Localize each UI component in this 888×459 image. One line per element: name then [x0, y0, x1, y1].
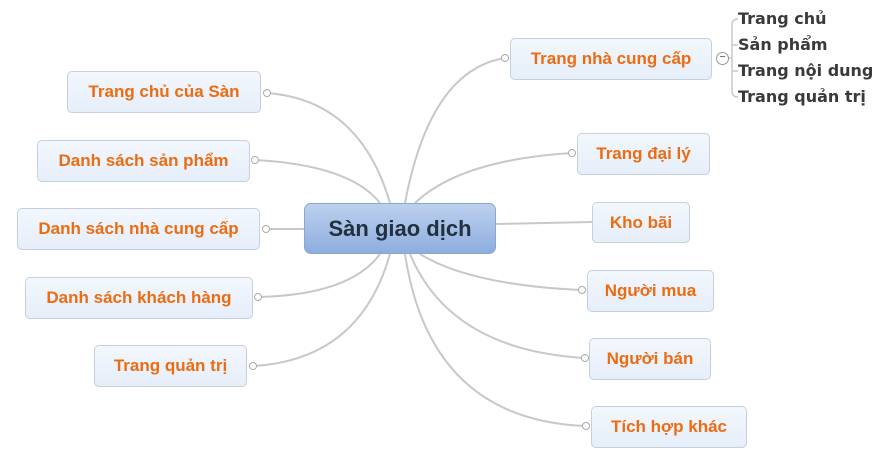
topic-danh-sach-san-pham[interactable]: Danh sách sản phẩm: [37, 140, 250, 182]
connector-dot: [249, 362, 257, 370]
topic-trang-dai-ly[interactable]: Trang đại lý: [577, 133, 710, 175]
topic-trang-nha-cung-cap[interactable]: Trang nhà cung cấp: [510, 38, 712, 80]
connector-dot: [582, 422, 590, 430]
topic-nguoi-mua[interactable]: Người mua: [587, 270, 714, 312]
connector-dot: [263, 89, 271, 97]
connector-dot: [568, 149, 576, 157]
connector-dot: [254, 293, 262, 301]
subtopic-trang-quan-tri[interactable]: Trang quản trị: [738, 87, 866, 106]
topic-danh-sach-khach-hang[interactable]: Danh sách khách hàng: [25, 277, 253, 319]
subtopic-trang-noi-dung[interactable]: Trang nội dung: [738, 61, 874, 80]
connector-dot: [581, 354, 589, 362]
topic-nguoi-ban[interactable]: Người bán: [589, 338, 711, 380]
connector-left-5: [252, 253, 391, 367]
topic-danh-sach-nha-cung-cap[interactable]: Danh sách nhà cung cấp: [17, 208, 260, 250]
connector-dot: [251, 156, 259, 164]
connector-left-1: [266, 92, 391, 204]
connector-left-4: [257, 253, 381, 298]
connector-dot: [501, 54, 509, 62]
connector-right-2: [414, 152, 573, 204]
connector-right-1: [404, 57, 506, 204]
topic-kho-bai[interactable]: Kho bãi: [592, 202, 690, 243]
topic-trang-quan-tri[interactable]: Trang quản trị: [94, 345, 247, 387]
topic-trang-chu-cua-san[interactable]: Trang chủ của Sàn: [67, 71, 261, 113]
connector-left-2: [254, 159, 381, 204]
connector-right-5: [409, 253, 586, 359]
collapse-button[interactable]: −: [716, 52, 729, 65]
subtopic-bracket: [727, 18, 739, 98]
connector-right-6: [404, 253, 587, 427]
central-topic[interactable]: Sàn giao dịch: [304, 203, 496, 254]
connector-dot: [578, 286, 586, 294]
topic-tich-hop-khac[interactable]: Tích hợp khác: [591, 406, 747, 448]
subtopic-san-pham[interactable]: Sản phẩm: [738, 35, 828, 54]
connector-right-4: [419, 253, 583, 291]
connector-right-3: [495, 221, 593, 225]
connector-dot: [262, 225, 270, 233]
subtopic-trang-chu[interactable]: Trang chủ: [738, 9, 827, 28]
